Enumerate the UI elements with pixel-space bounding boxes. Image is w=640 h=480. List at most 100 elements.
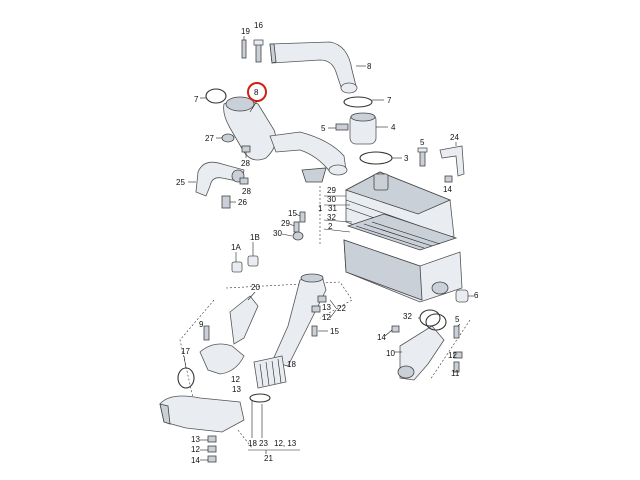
label-4: 4 (391, 123, 396, 132)
label-24: 24 (450, 133, 459, 142)
nut-14-b (391, 325, 400, 333)
intake-duct-22 (271, 273, 327, 367)
screw-19 (241, 36, 247, 59)
clip-13-c (207, 435, 217, 443)
screw-15-a (299, 211, 306, 223)
intake-hose-8-main (223, 96, 348, 183)
label-11: 11 (451, 369, 460, 378)
label-31: 31 (328, 204, 337, 213)
nut-14-c (207, 455, 217, 463)
fitting-28-a (241, 145, 251, 158)
label-1b: 1B (250, 233, 260, 242)
bolt-16 (253, 39, 264, 63)
label-8-highlight: 8 (254, 88, 259, 97)
label-23: 23 (259, 439, 268, 448)
dashed-assembly-outlines (179, 281, 471, 449)
small-leader-lines (183, 213, 461, 461)
fitting-27 (216, 133, 235, 143)
clip-12-b (453, 351, 463, 359)
fitting-28-b (239, 177, 249, 185)
label-1: 1 (318, 204, 323, 213)
grommet-30 (292, 231, 304, 241)
label-12-b: 12 (448, 351, 457, 360)
screw-15-b (311, 325, 318, 337)
filter-element-2 (346, 213, 458, 251)
label-12-a: 12 (322, 313, 331, 322)
label-7-right: 7 (387, 96, 392, 105)
air-guide-9 (199, 343, 245, 375)
label-18-a: 18 (287, 360, 296, 369)
label-14-a: 14 (443, 185, 452, 194)
label-1a: 1A (231, 243, 241, 252)
label-5-mid: 5 (321, 124, 326, 133)
hose-clamp-7-left (200, 88, 227, 104)
label-14-b: 14 (377, 333, 386, 342)
breather-hose-25 (188, 161, 245, 197)
label-16: 16 (254, 21, 263, 30)
label-5-low: 5 (455, 315, 460, 324)
label-25: 25 (176, 178, 185, 187)
label-19: 19 (241, 27, 250, 36)
label-29-b: 29 (281, 219, 290, 228)
label-6: 6 (474, 291, 479, 300)
label-26: 26 (238, 198, 247, 207)
label-12-d: 12 (191, 445, 200, 454)
label-17: 17 (181, 347, 190, 356)
label-8-top: 8 (367, 62, 372, 71)
label-30-b: 30 (273, 229, 282, 238)
group-bracket-21 (248, 400, 300, 454)
highlight-marker-8: 8 (247, 82, 267, 113)
label-13-a: 13 (322, 303, 331, 312)
label-32-b: 32 (403, 312, 412, 321)
label-21: 21 (264, 454, 273, 463)
corrugated-hose-18 (253, 355, 287, 389)
clip-12-a (311, 305, 321, 313)
seal-ring-3 (359, 151, 402, 165)
hose-clamp-7-right (343, 96, 384, 108)
label-5-right: 5 (420, 138, 425, 147)
seal-ring-17 (177, 367, 195, 389)
label-12-c: 12 (231, 375, 240, 384)
label-29-a: 29 (327, 186, 336, 195)
lower-air-duct-21 (159, 395, 245, 433)
label-13-c: 13 (191, 435, 200, 444)
label-2: 2 (328, 222, 333, 231)
label-32-a: 32 (327, 213, 336, 222)
intake-snorkel-10 (397, 325, 445, 381)
label-7-left: 7 (194, 95, 199, 104)
air-mass-meter-4 (328, 112, 388, 145)
air-filter-housing-lower (343, 239, 463, 303)
sleeve-1b (247, 255, 259, 267)
bolt-5-right (417, 147, 428, 167)
nut-14-a (444, 175, 453, 183)
label-15-b: 15 (330, 327, 339, 336)
label-28-a: 28 (241, 159, 250, 168)
label-10: 10 (386, 349, 395, 358)
housing-leader-lines (319, 186, 353, 245)
bolt-9 (203, 325, 210, 341)
label-27: 27 (205, 134, 214, 143)
damper-6 (455, 289, 474, 303)
sleeve-1a (231, 261, 243, 273)
clip-13-a (317, 295, 327, 303)
label-18-b: 18 (248, 439, 257, 448)
screw-11 (453, 361, 460, 373)
label-9: 9 (199, 320, 204, 329)
label-3: 3 (404, 154, 409, 163)
intake-pipe-8-top (269, 41, 366, 94)
label-15-a: 15 (288, 209, 297, 218)
clamp-23 (249, 393, 271, 403)
bolt-5-low (453, 325, 460, 339)
label-28-b: 28 (242, 187, 251, 196)
bracket-24 (439, 142, 465, 177)
label-12-13: 12, 13 (274, 439, 297, 448)
bracket-20 (229, 295, 259, 345)
label-22: 22 (337, 304, 346, 313)
screw-29 (293, 221, 300, 233)
label-20: 20 (251, 283, 260, 292)
label-13-b: 13 (232, 385, 241, 394)
label-14-c: 14 (191, 456, 200, 465)
fitting-26 (221, 195, 236, 209)
clip-12-d (207, 445, 217, 453)
